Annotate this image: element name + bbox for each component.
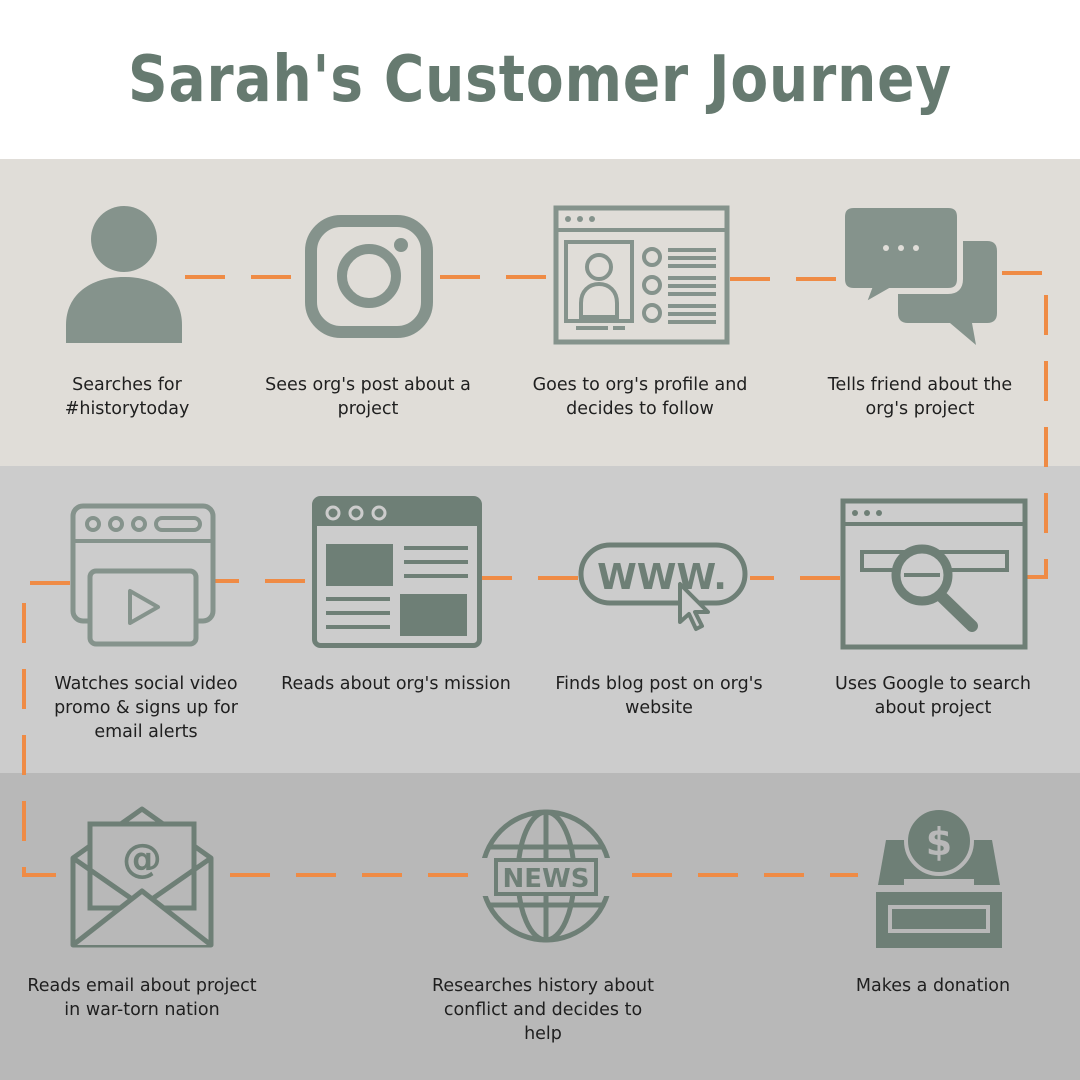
step-8-label: Watches social video promo & signs up fo… bbox=[54, 674, 238, 742]
step-6-label: Finds blog post on org's website bbox=[555, 674, 763, 718]
video-browser-icon bbox=[70, 503, 216, 647]
article-browser-icon bbox=[312, 496, 482, 648]
chat-bubbles-icon bbox=[842, 203, 997, 345]
email-envelope-icon: @ bbox=[70, 806, 214, 948]
news-text: NEWS bbox=[503, 864, 590, 894]
step-10-label: Researches history about conflict and de… bbox=[432, 976, 654, 1044]
step-4-label: Tells friend about the org's project bbox=[827, 375, 1013, 419]
www-text: WWW. bbox=[597, 557, 727, 598]
donation-box-icon: $ bbox=[876, 806, 1002, 948]
step-11-label: Makes a donation bbox=[855, 976, 1011, 996]
step-3-label: Goes to org's profile and decides to fol… bbox=[532, 375, 748, 419]
step-9-label: Reads email about project in war-torn na… bbox=[27, 976, 257, 1020]
search-browser-icon bbox=[840, 498, 1028, 650]
connector-8-9 bbox=[22, 581, 70, 877]
profile-page-icon bbox=[553, 205, 730, 345]
news-globe-icon: NEWS bbox=[478, 809, 614, 943]
person-icon bbox=[66, 206, 182, 343]
connector-4-5 bbox=[1002, 271, 1048, 579]
step-1-label: Searches for #historytoday bbox=[64, 375, 190, 419]
step-7-label: Reads about org's mission bbox=[281, 674, 511, 694]
step-5-label: Uses Google to search about project bbox=[835, 674, 1031, 718]
www-cursor-icon: WWW. bbox=[578, 542, 748, 631]
at-symbol: @ bbox=[122, 836, 162, 882]
step-2-label: Sees org's post about a project bbox=[265, 375, 471, 419]
dollar-symbol: $ bbox=[926, 820, 952, 864]
instagram-icon bbox=[305, 215, 433, 338]
page-title: Sarah's Customer Journey bbox=[127, 42, 953, 117]
